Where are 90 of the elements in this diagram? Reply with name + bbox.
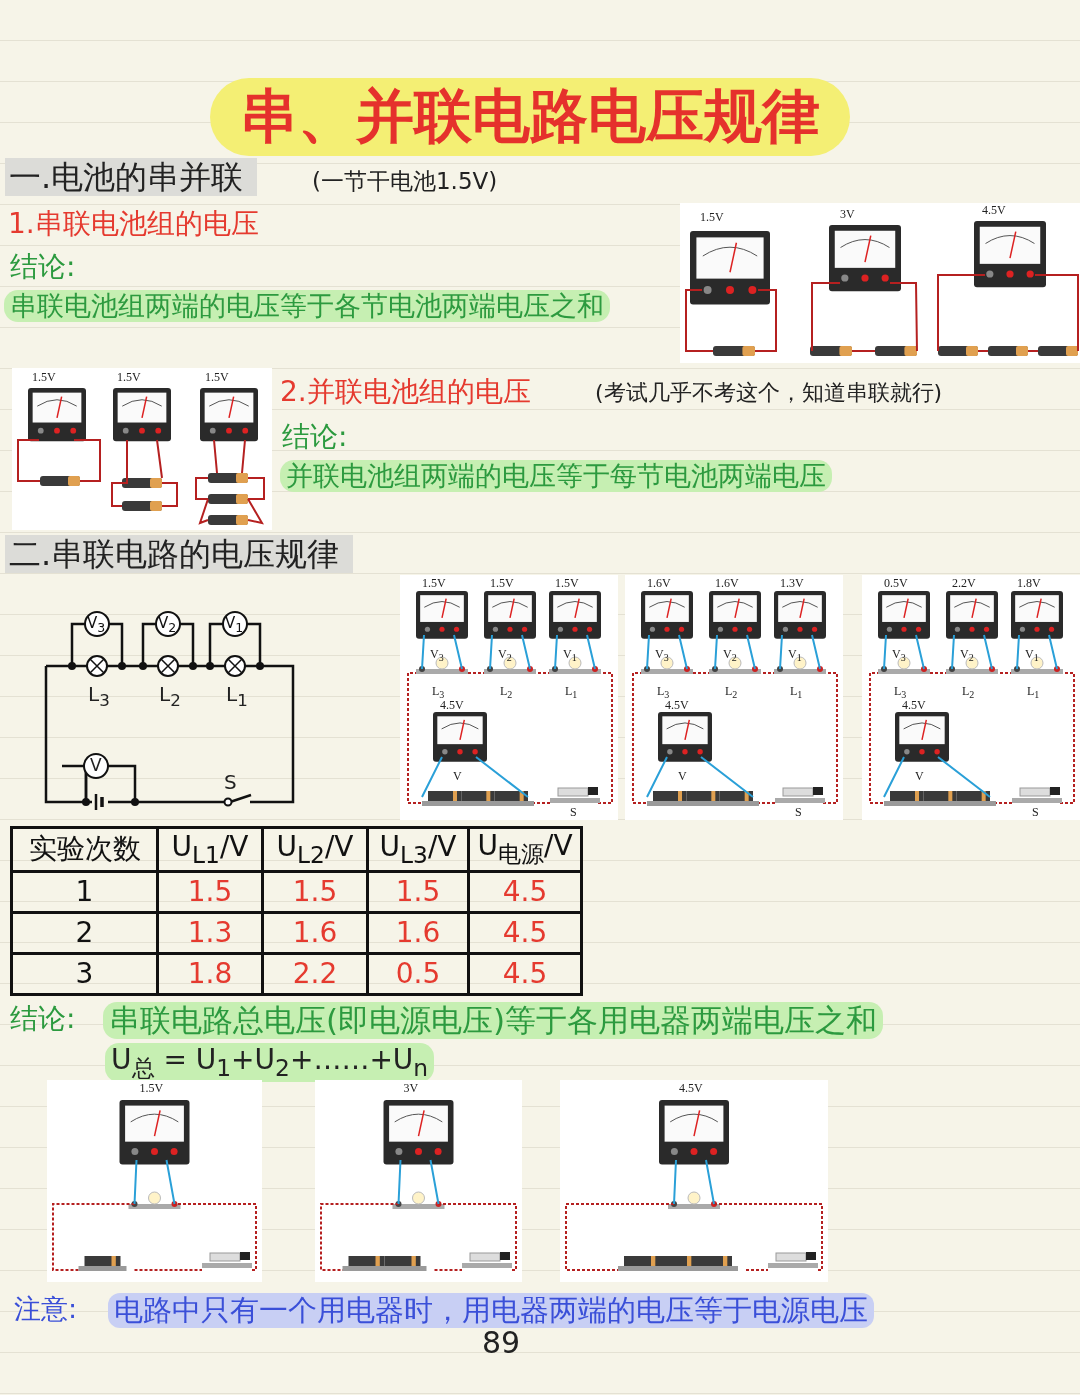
meter-label: V$_{1}$ bbox=[563, 647, 577, 665]
voltage-reading: 1.5V bbox=[555, 576, 579, 591]
lamp-label: L$_{1}$ bbox=[565, 684, 578, 702]
lamp-label: L$_{2}$ bbox=[725, 684, 738, 702]
lamp-label: L$_{1}$ bbox=[226, 682, 248, 711]
meter-label: V$_{3}$ bbox=[655, 647, 669, 665]
trial-number: 1 bbox=[11, 871, 158, 913]
voltage-reading: 1.3V bbox=[780, 576, 804, 591]
note-text: (考试几乎不考这个，知道串联就行) bbox=[595, 380, 943, 407]
voltage-reading: 2.2V bbox=[952, 576, 976, 591]
lamp-label: L$_{1}$ bbox=[1027, 684, 1040, 702]
conclusion-label: 结论: bbox=[282, 420, 348, 454]
page-number: 89 bbox=[482, 1325, 521, 1361]
voltage-reading: 3V bbox=[403, 1081, 419, 1096]
lamp-label: L$_{3}$ bbox=[657, 684, 670, 701]
lamp-label: L$_{3}$ bbox=[88, 682, 110, 711]
voltage-reading: 1.5V bbox=[32, 370, 56, 385]
conclusion-text: 并联电池组两端的电压等于每节电池两端电压 bbox=[280, 460, 832, 493]
table-header: U$_{L1}$/V bbox=[157, 827, 263, 872]
subheading: 1.串联电池组的电压 bbox=[8, 207, 259, 241]
lamp-label: L$_{3}$ bbox=[894, 684, 907, 701]
lamp-label: L$_{2}$ bbox=[159, 682, 181, 711]
measured-value: 4.5 bbox=[468, 912, 582, 954]
meter-label: V$_{1}$ bbox=[788, 647, 802, 665]
voltage-reading: 3V bbox=[840, 207, 855, 222]
meter-label: V$_{2}$ bbox=[960, 647, 974, 665]
page-title: 串、并联电路电压规律 bbox=[210, 78, 850, 156]
switch-label: S bbox=[795, 805, 802, 820]
meter-label: V$_{3}$ bbox=[892, 647, 906, 665]
table-header: U$_{L2}$/V bbox=[262, 827, 368, 872]
voltage-reading: 1.8V bbox=[1017, 576, 1041, 591]
voltage-reading: 1.6V bbox=[647, 576, 671, 591]
meter-label: V$_{3}$ bbox=[430, 647, 444, 665]
voltage-reading: 4.5V bbox=[902, 698, 926, 713]
table-header: U$_{L3}$/V bbox=[367, 827, 469, 872]
voltage-reading: 4.5V bbox=[679, 1081, 703, 1096]
conclusion-text: 串联电路总电压(即电源电压)等于各用电器两端电压之和 bbox=[103, 1002, 884, 1040]
switch-label: S bbox=[224, 770, 237, 794]
voltage-reading: 4.5V bbox=[665, 698, 689, 713]
voltage-reading: 1.5V bbox=[490, 576, 514, 591]
switch-label: S bbox=[570, 805, 577, 820]
meter-label: V$_{2}$ bbox=[498, 647, 512, 665]
meter-label: V$_{1}$ bbox=[1025, 647, 1039, 665]
trial-number: 3 bbox=[11, 953, 158, 995]
measured-value: 2.2 bbox=[262, 953, 368, 995]
measured-value: 1.5 bbox=[367, 871, 469, 913]
conclusion-label: 结论: bbox=[10, 1002, 76, 1036]
lamp-label: L$_{3}$ bbox=[432, 684, 445, 701]
meter-label: V bbox=[915, 769, 924, 784]
note-label: 注意: bbox=[14, 1293, 78, 1326]
subheading: 2.并联电池组的电压 bbox=[280, 375, 531, 409]
formula: U$_{总}$ = U$_{1}$+U$_{2}$+……+U$_{n}$ bbox=[105, 1043, 435, 1082]
measured-value: 1.5 bbox=[157, 871, 263, 913]
meter-label: V bbox=[453, 769, 462, 784]
voltage-reading: 1.5V bbox=[422, 576, 446, 591]
meter-symbol-label: V bbox=[90, 755, 102, 776]
section-heading: 二.串联电路的电压规律 bbox=[5, 535, 354, 574]
meter-label: V$_{2}$ bbox=[723, 647, 737, 665]
lamp-label: L$_{2}$ bbox=[962, 684, 975, 702]
measured-value: 1.6 bbox=[367, 912, 469, 954]
note-text: (一节干电池1.5V) bbox=[312, 168, 498, 196]
voltage-reading: 1.6V bbox=[715, 576, 739, 591]
voltage-reading: 1.5V bbox=[117, 370, 141, 385]
measured-value: 0.5 bbox=[367, 953, 469, 995]
table-header: 实验次数 bbox=[11, 827, 158, 872]
lamp-label: L$_{2}$ bbox=[500, 684, 513, 702]
section-heading: 一.电池的串并联 bbox=[5, 158, 258, 197]
voltage-reading: 1.5V bbox=[139, 1081, 164, 1096]
meter-symbol-label: V$_{2}$ bbox=[158, 614, 177, 635]
voltage-reading: 4.5V bbox=[440, 698, 464, 713]
table-header: U$_{电源}$/V bbox=[468, 827, 582, 872]
meter-symbol-label: V$_{3}$ bbox=[87, 614, 106, 635]
measured-value: 1.8 bbox=[157, 953, 263, 995]
switch-label: S bbox=[1032, 805, 1039, 820]
measured-value: 1.3 bbox=[157, 912, 263, 954]
measured-value: 1.5 bbox=[262, 871, 368, 913]
voltage-reading: 4.5V bbox=[982, 203, 1006, 218]
trial-number: 2 bbox=[11, 912, 158, 954]
conclusion-label: 结论: bbox=[10, 250, 76, 284]
lamp-label: L$_{1}$ bbox=[790, 684, 803, 702]
conclusion-text: 串联电池组两端的电压等于各节电池两端电压之和 bbox=[4, 290, 610, 323]
note-text: 电路中只有一个用电器时，用电器两端的电压等于电源电压 bbox=[108, 1293, 874, 1328]
meter-symbol-label: V$_{1}$ bbox=[225, 614, 244, 635]
measured-value: 4.5 bbox=[468, 953, 582, 995]
voltage-reading: 0.5V bbox=[884, 576, 908, 591]
measured-value: 1.6 bbox=[262, 912, 368, 954]
meter-label: V bbox=[678, 769, 687, 784]
voltage-reading: 1.5V bbox=[700, 210, 724, 225]
measured-value: 4.5 bbox=[468, 871, 582, 913]
voltage-reading: 1.5V bbox=[205, 370, 229, 385]
